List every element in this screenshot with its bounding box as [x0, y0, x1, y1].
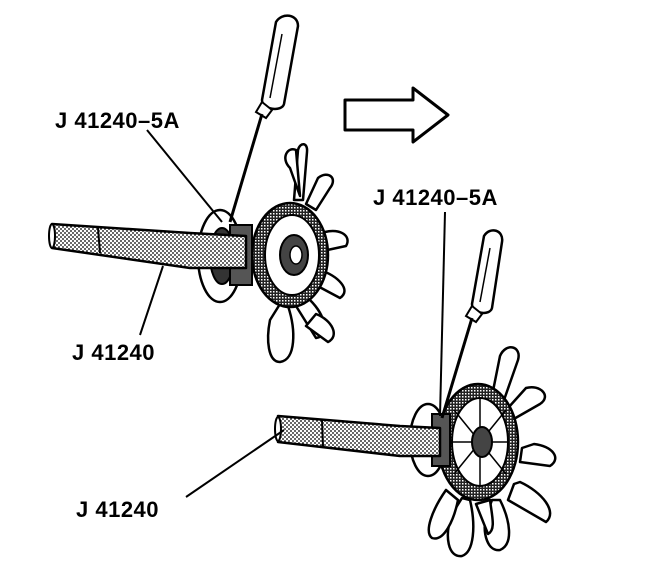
callout-tool-j41240-upper: J 41240 — [72, 340, 156, 365]
callout-tool-j41240-5a-upper: J 41240–5A — [55, 108, 180, 133]
right-arrow-icon — [343, 86, 450, 144]
screwdriver-icon — [228, 14, 300, 223]
fan-clutch-icon — [427, 346, 557, 558]
spanner-wrench-icon — [274, 414, 442, 458]
fan-clutch-assembly-upper — [48, 14, 349, 364]
spanner-wrench-icon — [48, 222, 248, 270]
callout-tool-j41240-5a-lower: J 41240–5A — [373, 185, 498, 210]
callout-tool-j41240-lower: J 41240 — [76, 497, 160, 522]
fan-clutch-assembly-lower — [185, 211, 557, 558]
screwdriver-icon — [440, 229, 504, 419]
